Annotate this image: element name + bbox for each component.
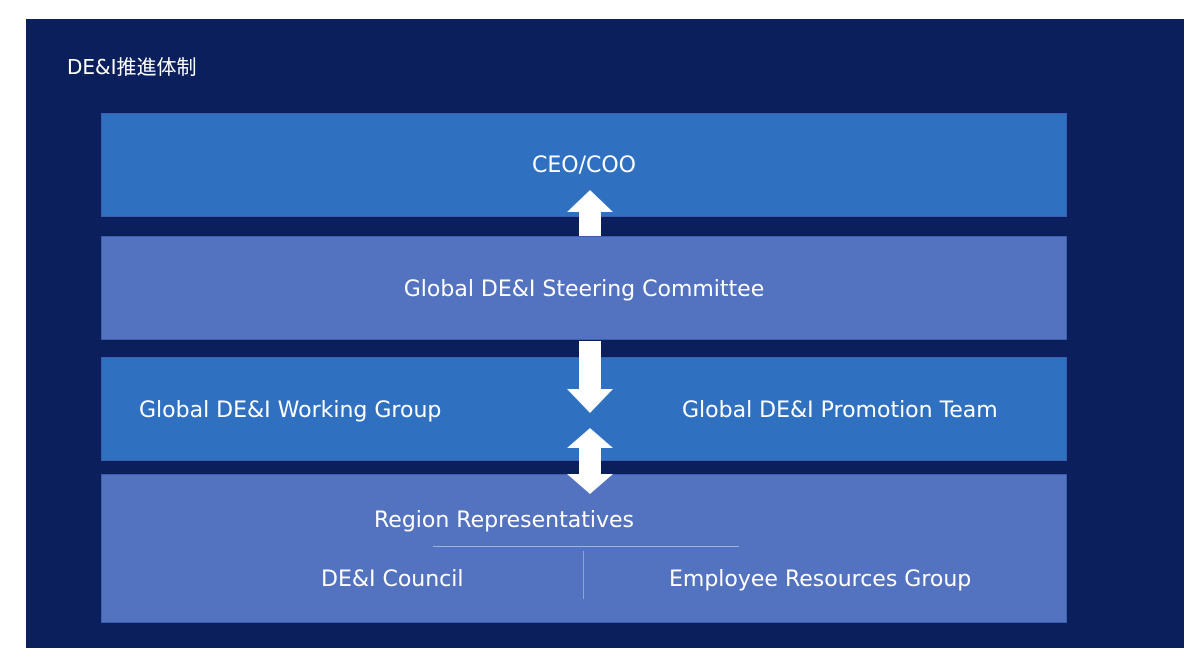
bidirectional-arrow-icon [567,428,613,494]
up-arrow-icon [567,190,613,236]
page-title: DE&I推進体制 [67,55,197,79]
erg-label: Employee Resources Group [669,567,972,592]
region-representatives-label: Region Representatives [373,508,634,533]
ceo-label: CEO/COO [532,153,636,178]
region-vertical-divider [583,551,584,599]
steering-committee-box: Global DE&I Steering Committee [101,236,1067,340]
steering-committee-label: Global DE&I Steering Committee [403,277,765,302]
down-arrow-icon [567,341,613,413]
promotion-team-label: Global DE&I Promotion Team [682,398,998,423]
region-divider-line [433,546,739,547]
working-group-label: Global DE&I Working Group [139,398,442,423]
council-label: DE&I Council [321,567,464,592]
region-box: Region Representatives DE&I Council Empl… [101,474,1067,623]
